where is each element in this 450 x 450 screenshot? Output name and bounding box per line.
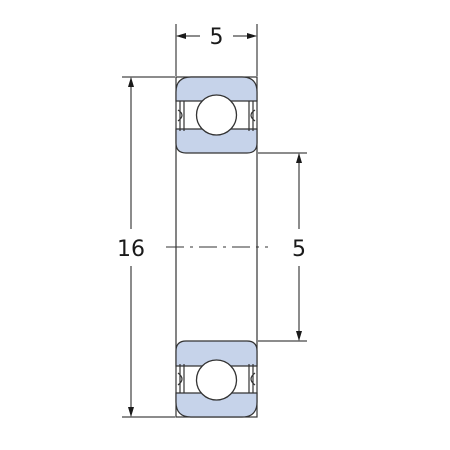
bore-diameter-label: 5: [292, 237, 306, 262]
top-inner-ring: [175, 128, 258, 154]
bottom-right-shield: [248, 364, 256, 393]
top-ring-section: [175, 76, 258, 154]
width-dimension-label: 5: [210, 25, 224, 50]
top-outer-ring: [175, 76, 258, 102]
top-ball: [195, 94, 238, 136]
width-dimension: 5: [175, 24, 258, 76]
bottom-outer-ring: [175, 392, 258, 418]
bore-diameter-dimension: 5: [258, 152, 307, 342]
outer-diameter-label: 16: [117, 237, 145, 262]
outer-diameter-dimension: 16: [117, 76, 175, 418]
top-right-shield: [248, 101, 256, 131]
bottom-inner-ring: [175, 340, 258, 367]
top-left-shield: [177, 101, 185, 131]
bottom-ring-section: [175, 340, 258, 418]
bottom-left-shield: [177, 364, 185, 393]
bottom-ball: [195, 359, 238, 401]
